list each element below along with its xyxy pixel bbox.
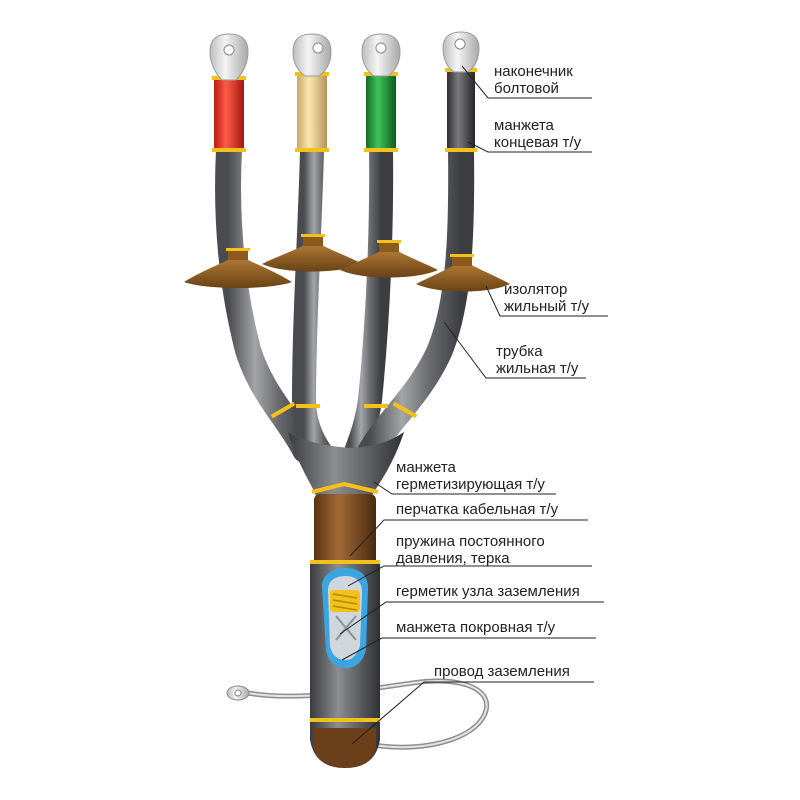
cover-cuff-band-1	[310, 560, 380, 564]
leader-insulator	[485, 285, 608, 317]
label-sealing-cuff: манжета герметизирующая т/у	[396, 459, 545, 493]
core-tube-4	[357, 137, 475, 465]
leader-lines	[339, 65, 608, 745]
label-core-tube: трубка жильная т/у	[496, 343, 579, 377]
cable-end	[314, 728, 376, 768]
tube-bands	[270, 401, 418, 419]
leader-spring	[347, 565, 592, 587]
insulator-3	[340, 240, 438, 278]
insulator-1	[184, 248, 292, 288]
end-cuff-black	[447, 70, 475, 150]
labels: наконечник болтовой манжета концевая т/у…	[396, 63, 590, 680]
leader-ground-sealant	[339, 601, 604, 635]
label-ground-sealant: герметик узла заземления	[396, 583, 580, 600]
sealing-cuff	[288, 432, 404, 496]
cover-cuff-band-2	[310, 718, 380, 722]
end-cuffs	[212, 68, 477, 152]
core-insulators	[184, 234, 510, 292]
leader-lug	[461, 65, 592, 99]
lug-4	[442, 31, 480, 73]
label-ground-wire: провод заземления	[434, 663, 570, 680]
insulator-2	[262, 234, 362, 272]
end-cuff-yellow	[297, 74, 327, 150]
label-lug: наконечник болтовой	[494, 63, 577, 97]
insulator-4	[416, 254, 510, 292]
core-tube-1	[215, 137, 318, 463]
core-tube-2	[291, 138, 344, 480]
label-spring: пружина постоянного давления, терка	[396, 533, 549, 567]
label-glove: перчатка кабельная т/у	[396, 501, 559, 518]
label-end-cap: манжета концевая т/у	[494, 117, 582, 151]
core-tube-3	[338, 138, 394, 480]
leader-end-cap	[467, 141, 592, 153]
ground-sealant	[328, 576, 362, 660]
lug-3	[361, 33, 401, 77]
core-tube-group	[215, 137, 475, 480]
bolted-lugs	[209, 31, 480, 81]
sealing-cuff-band	[311, 481, 379, 494]
leader-cover-cuff	[341, 637, 596, 661]
leader-ground-wire	[351, 681, 594, 745]
leader-core-tube	[443, 321, 586, 379]
lug-1	[209, 33, 249, 81]
end-cuff-red	[214, 78, 244, 150]
end-cuff-green	[366, 74, 396, 150]
leader-sealing-cuff	[373, 481, 556, 495]
lug-2	[292, 33, 332, 77]
label-cover-cuff: манжета покровная т/у	[396, 619, 556, 636]
label-insulator: изолятор жильный т/у	[504, 281, 590, 315]
cable-glove	[314, 494, 376, 566]
leader-glove	[349, 519, 588, 557]
